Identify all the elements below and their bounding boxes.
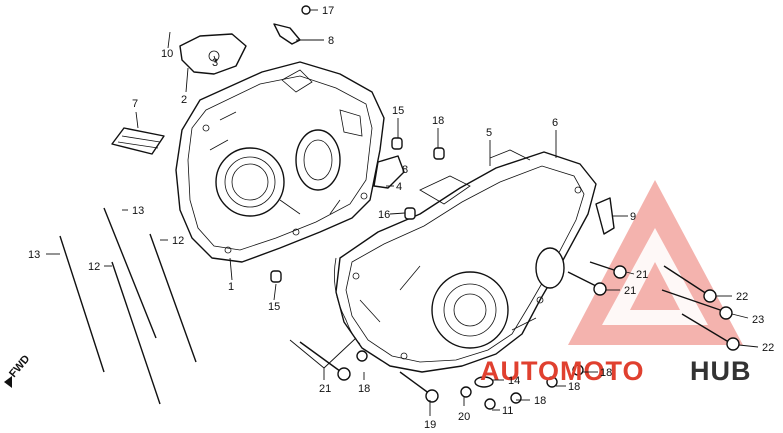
callout-15-lower: 15 (268, 301, 280, 313)
callout-13-upper: 13 (132, 205, 144, 217)
dowel-pins (270, 137, 445, 283)
callout-6: 6 (552, 117, 558, 129)
callout-4: 4 (396, 181, 402, 193)
callout-8: 8 (328, 35, 334, 47)
forward-direction-indicator: FWD (4, 353, 32, 388)
part-4-bracket (373, 155, 405, 189)
callout-13-lower: 13 (28, 249, 40, 261)
left-crankcase-half (175, 61, 385, 263)
callout-17: 17 (322, 5, 334, 17)
callout-21-bottom: 21 (319, 383, 331, 395)
callout-3: 3 (212, 57, 218, 69)
part-8-bracket (273, 23, 301, 45)
callout-2: 2 (181, 94, 187, 106)
fwd-arrow-icon (4, 376, 12, 388)
callout-23: 23 (752, 314, 764, 326)
callout-10: 10 (161, 48, 173, 60)
watermark-word-dark: HUB (690, 356, 752, 386)
watermark-wordmark: AUTOMOTO HUB (480, 356, 752, 386)
callout-19: 19 (424, 419, 436, 431)
right-crankcase-half (334, 149, 597, 373)
callout-18-upper: 18 (432, 115, 444, 127)
cylinder-studs (59, 207, 197, 405)
callout-14: 14 (508, 375, 520, 387)
part-9-clip (595, 197, 615, 235)
callout-22-upper: 22 (736, 291, 748, 303)
callout-12-left: 12 (88, 261, 100, 273)
part-17-bolt (301, 5, 311, 15)
watermark-logo (568, 180, 743, 345)
callout-labels: 10 2 3 7 1 8 17 15 18 5 6 8 4 16 15 9 13… (28, 5, 774, 431)
callout-11: 11 (502, 405, 513, 417)
callout-9: 9 (630, 211, 636, 223)
callout-7: 7 (132, 98, 138, 110)
callout-20: 20 (458, 411, 470, 423)
callout-21-upper: 21 (636, 269, 648, 281)
callout-18-bottom-mid: 18 (534, 395, 546, 407)
crankcase-bolts (299, 261, 740, 410)
callout-18-bottom-left: 18 (358, 383, 370, 395)
callout-22-lower: 22 (762, 342, 774, 354)
callout-8-lower: 8 (402, 164, 408, 176)
watermark-word-red: AUTOMOTO (480, 356, 645, 386)
callout-16: 16 (378, 209, 390, 221)
part-3-cover-plate (179, 33, 247, 75)
callout-15-upper: 15 (392, 105, 404, 117)
callout-12-right: 12 (172, 235, 184, 247)
callout-18-bottom-right: 18 (568, 381, 580, 393)
callout-5: 5 (486, 127, 492, 139)
callout-1: 1 (228, 281, 234, 293)
fwd-label: FWD (7, 353, 32, 380)
callout-18-right: 18 (600, 367, 612, 379)
leader-lines (46, 9, 759, 416)
callout-21-lower: 21 (624, 285, 636, 297)
part-7-filter-screen (111, 127, 165, 155)
